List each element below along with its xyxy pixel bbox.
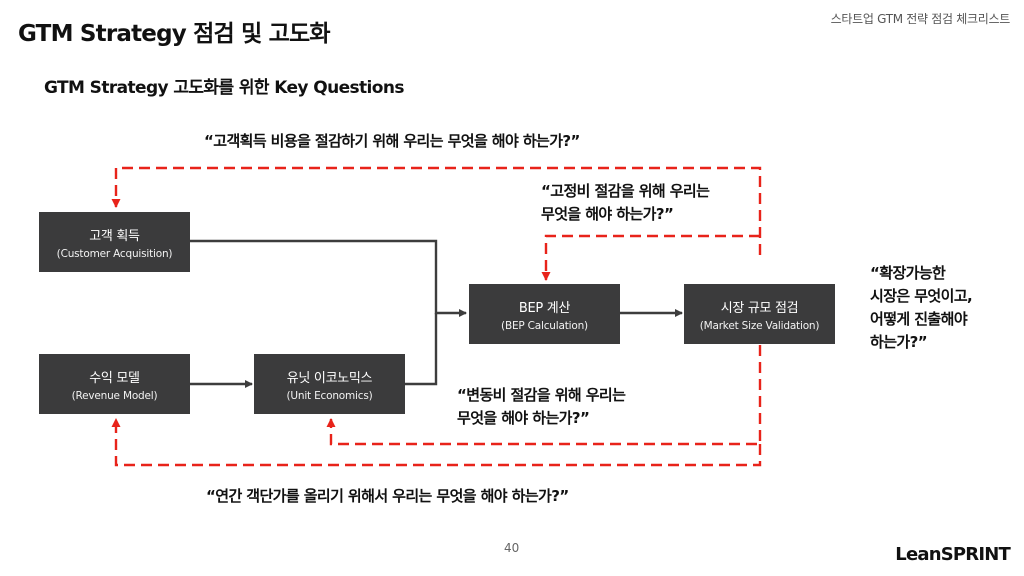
page-title: GTM Strategy 점검 및 고도화	[18, 21, 331, 47]
question-line: 어떻게 진출해야	[870, 310, 968, 328]
dashed-loop-cac	[111, 166, 762, 255]
question-line: “고정비 절감을 위해 우리는	[541, 182, 710, 200]
arrow-acquisition-to-bep	[190, 239, 467, 317]
box-title: 유닛 이코노믹스	[286, 370, 373, 386]
question-line: “변동비 절감을 위해 우리는	[457, 386, 626, 404]
dashed-loop-unit-price	[111, 418, 762, 467]
page-number: 40	[504, 541, 520, 555]
dashed-loop-fixed-cost	[541, 234, 760, 281]
question-scalable-market: “확장가능한 시장은 무엇이고, 어떻게 진출해야 하는가?”	[870, 262, 973, 354]
leansprint-logo: LeanSPRINT	[895, 544, 1011, 565]
question-cac: “고객획득 비용을 절감하기 위해 우리는 무엇을 해야 하는가?”	[204, 132, 580, 150]
question-line: 시장은 무엇이고,	[870, 287, 973, 305]
arrow-unit-to-bep	[405, 313, 438, 386]
box-subtitle: (Unit Economics)	[286, 389, 373, 402]
box-title: 고객 획득	[89, 228, 140, 244]
box-subtitle: (Customer Acquisition)	[56, 247, 173, 260]
question-fixed-cost: “고정비 절감을 위해 우리는 무엇을 해야 하는가?”	[541, 180, 710, 226]
question-line: 무엇을 해야 하는가?”	[457, 409, 590, 427]
box-title: 수익 모델	[89, 370, 140, 386]
unit-economics-box: 유닛 이코노믹스 (Unit Economics)	[254, 354, 405, 414]
section-label: 스타트업 GTM 전략 점검 체크리스트	[830, 12, 1011, 26]
question-unit-price: “연간 객단가를 올리기 위해서 우리는 무엇을 해야 하는가?”	[206, 487, 569, 505]
question-line: 무엇을 해야 하는가?”	[541, 205, 674, 223]
question-line: 하는가?”	[870, 333, 928, 351]
section-subtitle: GTM Strategy 고도화를 위한 Key Questions	[44, 78, 404, 98]
dashed-loop-variable-cost	[326, 345, 762, 446]
revenue-model-box: 수익 모델 (Revenue Model)	[39, 354, 190, 414]
bep-box: BEP 계산 (BEP Calculation)	[469, 284, 620, 344]
market-size-box: 시장 규모 점검 (Market Size Validation)	[684, 284, 835, 344]
box-subtitle: (Market Size Validation)	[699, 319, 820, 332]
box-title: BEP 계산	[518, 300, 571, 316]
question-line: “확장가능한	[870, 264, 946, 282]
customer-acquisition-box: 고객 획득 (Customer Acquisition)	[39, 212, 190, 272]
box-title: 시장 규모 점검	[720, 300, 799, 316]
box-subtitle: (BEP Calculation)	[501, 319, 588, 332]
question-variable-cost: “변동비 절감을 위해 우리는 무엇을 해야 하는가?”	[457, 384, 626, 430]
box-subtitle: (Revenue Model)	[71, 389, 158, 402]
